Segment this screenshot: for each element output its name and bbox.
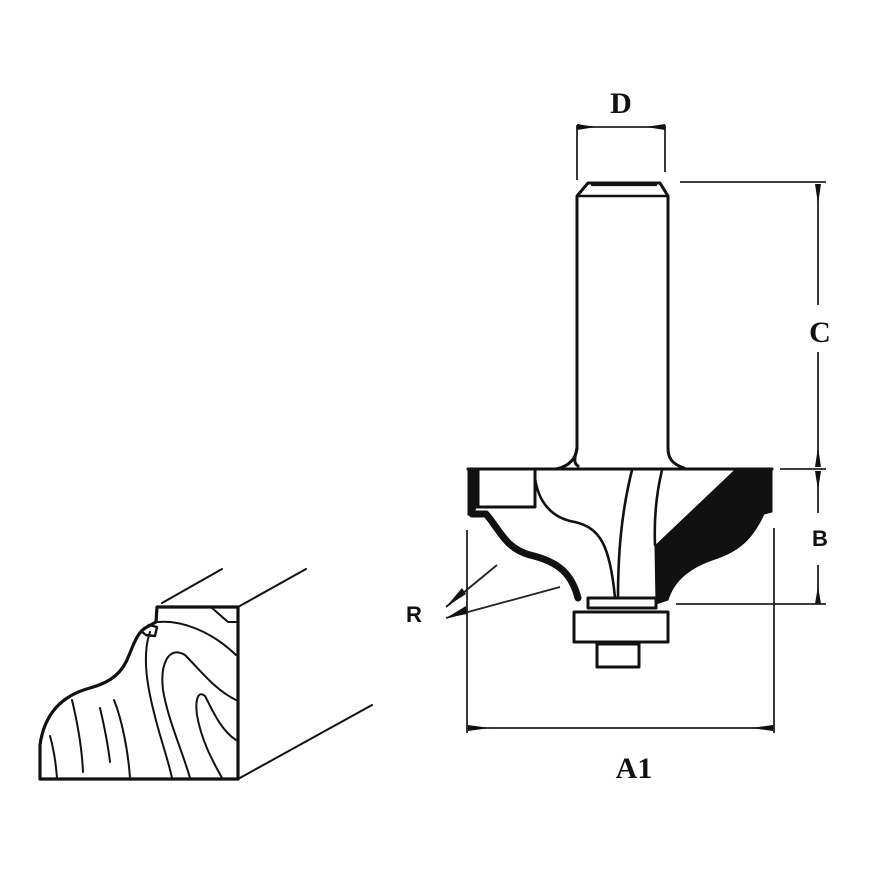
dimension-D: D [576, 87, 666, 180]
cutter-body [466, 467, 774, 605]
guide-bearing [572, 596, 670, 669]
router-bit [466, 181, 774, 669]
cutting-edge-shaded [654, 468, 773, 605]
shank [554, 181, 686, 471]
dimension-label-B: B [812, 526, 828, 551]
dimension-C: C [680, 181, 831, 467]
dimension-R: R [406, 564, 561, 627]
dimension-A1: A1 [466, 528, 775, 785]
dimension-B: B [676, 468, 828, 605]
dimension-label-C: C [809, 316, 831, 349]
dimension-label-D: D [610, 87, 632, 120]
wood-profile-sample [38, 568, 373, 781]
dimension-label-A1: A1 [616, 752, 653, 785]
dimension-label-R: R [406, 602, 422, 627]
wood-grain [49, 620, 237, 779]
